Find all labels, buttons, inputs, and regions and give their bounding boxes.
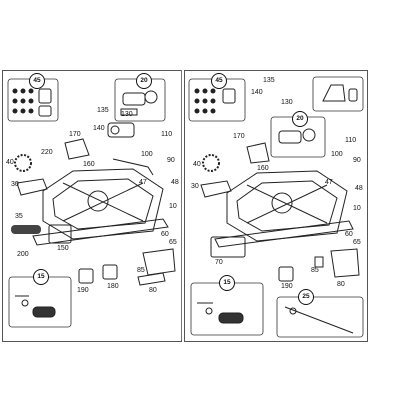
callout-45: 45: [211, 73, 227, 89]
part-label: 160: [257, 165, 269, 172]
right-exploded-diagram: 45 20 15 25 135 140 130 170 160 110 100 …: [184, 70, 368, 342]
part-label: 40: [193, 161, 201, 168]
part-label: 170: [233, 133, 245, 140]
part-label: 65: [353, 239, 361, 246]
left-seat-frame-drawing: [7, 78, 176, 328]
part-label: 100: [331, 151, 343, 158]
part-label: 220: [41, 149, 53, 156]
part-label: 90: [353, 157, 361, 164]
part-label: 85: [311, 267, 319, 274]
callout-20: 20: [292, 111, 308, 127]
part-label: 40: [6, 159, 14, 166]
callout-15: 15: [33, 269, 49, 285]
part-label: 170: [69, 131, 81, 138]
callout-15: 15: [219, 275, 235, 291]
part-label: 48: [171, 179, 179, 186]
part-label: 48: [355, 185, 363, 192]
callout-25: 25: [298, 289, 314, 305]
panel-separator: [181, 70, 182, 340]
part-label: 110: [345, 137, 357, 144]
part-label: 90: [167, 157, 175, 164]
part-label: 180: [107, 283, 119, 290]
part-label: 65: [169, 239, 177, 246]
part-label: 10: [169, 203, 177, 210]
left-exploded-diagram: 45 20 15 170 135 130 140 160 220 110 100…: [2, 70, 182, 342]
part-label: 130: [281, 99, 293, 106]
part-label: 110: [161, 131, 173, 138]
part-label: 190: [281, 283, 293, 290]
part-label: 130: [121, 111, 133, 118]
part-label: 10: [353, 205, 361, 212]
part-label: 190: [77, 287, 89, 294]
part-label: 85: [137, 267, 145, 274]
right-seat-frame-drawing: [188, 76, 364, 338]
part-label: 140: [93, 125, 105, 132]
part-label: 70: [215, 259, 223, 266]
part-label: 30: [191, 183, 199, 190]
part-label: 80: [337, 281, 345, 288]
part-label: 140: [251, 89, 263, 96]
part-label: 135: [97, 107, 109, 114]
part-label: 60: [345, 231, 353, 238]
part-label: 150: [57, 245, 69, 252]
part-label: 160: [83, 161, 95, 168]
part-label: 47: [325, 179, 333, 186]
part-label: 80: [149, 287, 157, 294]
part-label: 100: [141, 151, 153, 158]
part-label: 47: [139, 179, 147, 186]
part-label: 30: [11, 181, 19, 188]
part-label: 35: [15, 213, 23, 220]
part-label: 60: [161, 231, 169, 238]
callout-45: 45: [29, 73, 45, 89]
part-label: 135: [263, 77, 275, 84]
part-label: 200: [17, 251, 29, 258]
callout-20: 20: [136, 73, 152, 89]
